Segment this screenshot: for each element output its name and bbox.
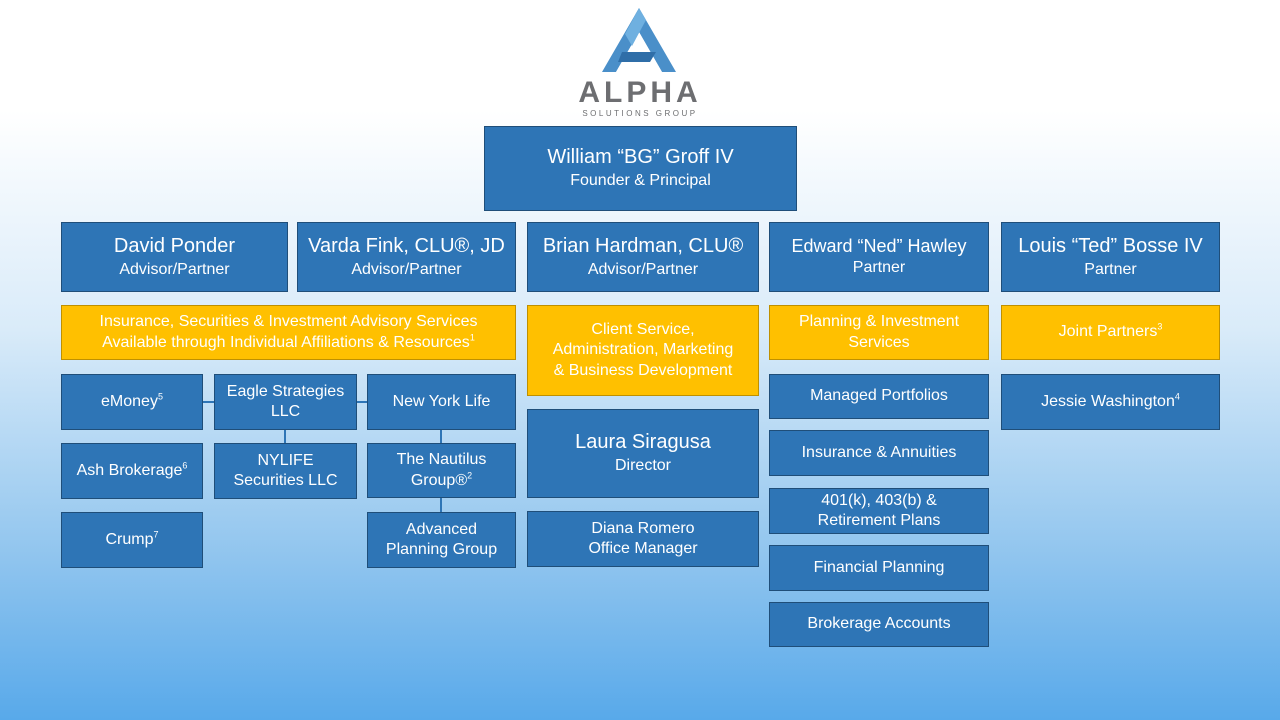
connector-nautilus-advanced xyxy=(440,498,442,512)
planning-services-box: Planning & Investment Services xyxy=(769,305,989,360)
partner-box-edward-hawley: Edward “Ned” Hawley Partner xyxy=(769,222,989,292)
director-box: Laura Siragusa Director xyxy=(527,409,759,498)
advanced-line2: Planning Group xyxy=(385,541,498,558)
office-name: Diana Romero xyxy=(591,519,695,537)
emoney-box: eMoney5 xyxy=(61,374,203,430)
office-manager-box: Diana Romero Office Manager xyxy=(527,511,759,567)
jessie-washington-box: Jessie Washington4 xyxy=(1001,374,1220,430)
founder-box: William “BG” Groff IV Founder & Principa… xyxy=(484,126,797,211)
planning-line2: Services xyxy=(848,333,910,351)
office-title: Office Manager xyxy=(588,540,698,557)
alpha-logo: ALPHA SOLUTIONS GROUP xyxy=(560,6,720,120)
partner-name: David Ponder xyxy=(113,234,236,257)
service-label-line1: 401(k), 403(b) & xyxy=(821,491,937,509)
partner-name: Louis “Ted” Bosse IV xyxy=(1018,234,1203,257)
eagle-line2: LLC xyxy=(270,403,301,420)
joint-partners-label: Joint Partners3 xyxy=(1058,321,1163,341)
client-service-box: Client Service, Administration, Marketin… xyxy=(527,305,759,396)
service-label: Brokerage Accounts xyxy=(807,615,951,633)
service-insurance-annuities: Insurance & Annuities xyxy=(769,430,989,476)
client-service-line2: Administration, Marketing xyxy=(552,341,734,359)
affiliations-box: Insurance, Securities & Investment Advis… xyxy=(61,305,516,360)
logo-word: ALPHA xyxy=(578,76,701,109)
nylife-line1: NYLIFE xyxy=(257,451,314,469)
nautilus-line1: The Nautilus xyxy=(396,451,487,469)
emoney-label: eMoney5 xyxy=(101,391,163,410)
service-financial-planning: Financial Planning xyxy=(769,545,989,591)
partner-name: Varda Fink, CLU®, JD xyxy=(308,234,505,257)
advanced-planning-box: Advanced Planning Group xyxy=(367,512,516,568)
service-label-line2: Retirement Plans xyxy=(817,512,941,529)
affiliations-line1: Insurance, Securities & Investment Advis… xyxy=(99,313,478,331)
founder-title: Founder & Principal xyxy=(570,172,711,190)
client-service-line3: & Business Development xyxy=(553,361,733,379)
service-brokerage-accounts: Brokerage Accounts xyxy=(769,602,989,647)
nautilus-group-box: The Nautilus Group®2 xyxy=(367,443,516,498)
partner-box-brian-hardman: Brian Hardman, CLU® Advisor/Partner xyxy=(527,222,759,292)
partner-box-varda-fink: Varda Fink, CLU®, JD Advisor/Partner xyxy=(297,222,516,292)
service-label: Insurance & Annuities xyxy=(801,443,957,461)
crump-label: Crump7 xyxy=(105,529,159,548)
ash-brokerage-box: Ash Brokerage6 xyxy=(61,443,203,499)
joint-partners-box: Joint Partners3 xyxy=(1001,305,1220,360)
ash-label: Ash Brokerage6 xyxy=(76,460,188,479)
connector-eagle-nylife xyxy=(284,430,286,444)
partner-box-louis-bosse: Louis “Ted” Bosse IV Partner xyxy=(1001,222,1220,292)
triangle-a-logo-icon: ALPHA SOLUTIONS GROUP xyxy=(578,8,701,118)
advanced-line1: Advanced xyxy=(405,520,478,538)
planning-line1: Planning & Investment xyxy=(798,313,960,331)
eagle-strategies-box: Eagle Strategies LLC xyxy=(214,374,357,430)
service-retirement-plans: 401(k), 403(b) & Retirement Plans xyxy=(769,488,989,534)
nylife-securities-box: NYLIFE Securities LLC xyxy=(214,443,357,499)
eagle-line1: Eagle Strategies xyxy=(226,382,345,400)
partner-title: Advisor/Partner xyxy=(351,260,462,278)
jessie-label: Jessie Washington4 xyxy=(1041,391,1180,410)
crump-box: Crump7 xyxy=(61,512,203,568)
logo-tagline: SOLUTIONS GROUP xyxy=(582,109,697,118)
service-label: Managed Portfolios xyxy=(810,387,948,405)
new-york-life-box: New York Life xyxy=(367,374,516,430)
nyl-label: New York Life xyxy=(392,392,491,410)
partner-title: Partner xyxy=(1084,260,1137,278)
partner-title: Partner xyxy=(852,259,906,277)
service-managed-portfolios: Managed Portfolios xyxy=(769,374,989,419)
nautilus-line2: Group®2 xyxy=(410,470,473,489)
connector-nyl-nautilus xyxy=(440,430,442,444)
connector-emoney-eagle xyxy=(203,401,214,403)
director-name: Laura Siragusa xyxy=(575,431,711,454)
affiliations-line2: Available through Individual Affiliation… xyxy=(102,332,475,351)
partner-box-david-ponder: David Ponder Advisor/Partner xyxy=(61,222,288,292)
nylife-line2: Securities LLC xyxy=(233,472,338,489)
client-service-line1: Client Service, xyxy=(591,320,695,338)
partner-title: Advisor/Partner xyxy=(119,260,230,278)
founder-name: William “BG” Groff IV xyxy=(547,146,734,169)
partner-name: Edward “Ned” Hawley xyxy=(791,236,967,257)
partner-title: Advisor/Partner xyxy=(587,260,699,278)
partner-name: Brian Hardman, CLU® xyxy=(542,234,744,257)
service-label: Financial Planning xyxy=(813,558,945,576)
connector-eagle-nyl xyxy=(357,401,367,403)
director-title: Director xyxy=(614,457,671,475)
